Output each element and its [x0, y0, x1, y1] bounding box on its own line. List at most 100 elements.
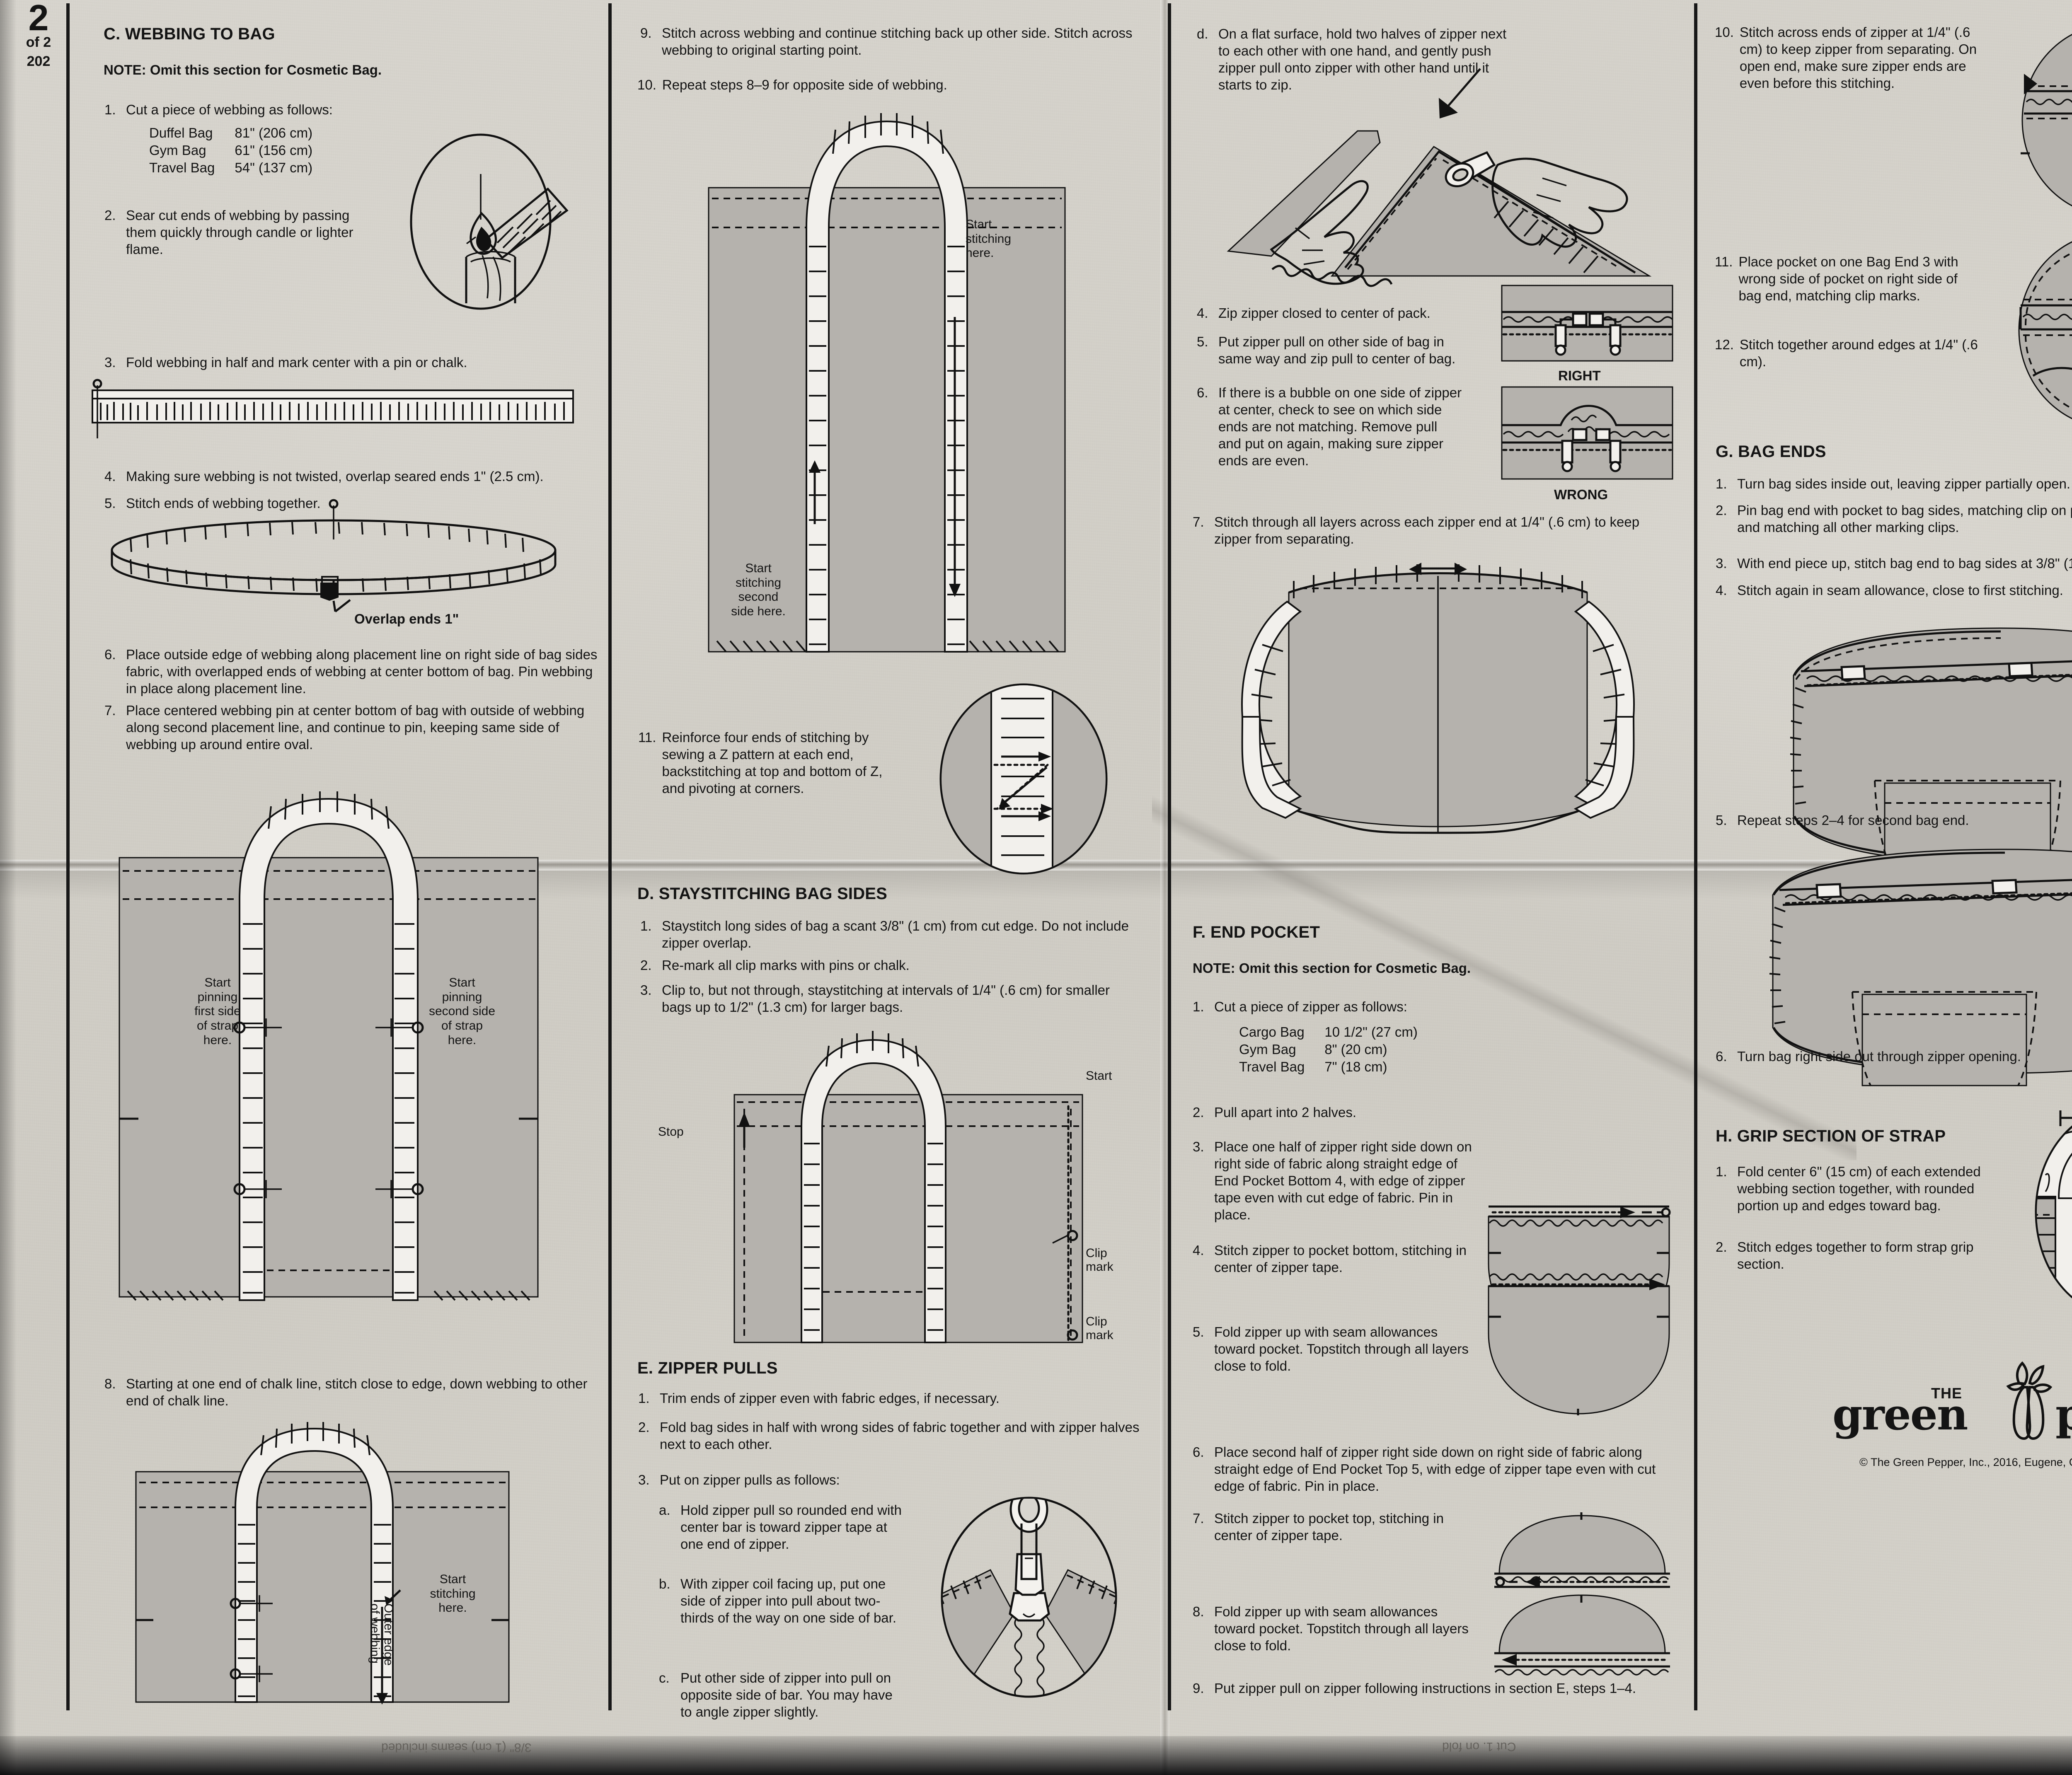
- step-text: Fold center 6" (15 cm) of each extended …: [1737, 1163, 1981, 1214]
- clip-mark-callout-1: Clip mark: [1086, 1233, 1113, 1274]
- step-number: 1.: [640, 918, 656, 952]
- step-text: Stitch across webbing and continue stitc…: [662, 25, 1138, 59]
- section-e-step-2: 2. Fold bag sides in half with wrong sid…: [638, 1419, 1140, 1453]
- section-g-step-6: 6. Turn bag right side out through zippe…: [1716, 1048, 2072, 1065]
- step-text: Stitch across ends of zipper at 1/4" (.6…: [1740, 24, 1980, 92]
- pocket-on-bag-end-detail-2: [2006, 230, 2072, 433]
- strap-grip-detail-illustration: [2010, 1106, 2072, 1322]
- step-text: If there is a bubble on one side of zipp…: [1218, 385, 1462, 469]
- section-f-step-3: 3. Place one half of zipper right side d…: [1193, 1139, 1474, 1224]
- step-text: Stitch zipper to pocket bottom, stitchin…: [1214, 1242, 1474, 1276]
- step-number: 3.: [1193, 1139, 1208, 1224]
- step-text: Pin bag end with pocket to bag sides, ma…: [1737, 502, 2072, 536]
- start-stitching-second-side-callout: Start stitching second side here.: [721, 547, 796, 619]
- section-f-step-10: 10. Stitch across ends of zipper at 1/4"…: [1715, 24, 1980, 92]
- pocket-on-bag-end-detail-1: [2010, 21, 2072, 220]
- section-f-step-11: 11. Place pocket on one Bag End 3 with w…: [1715, 254, 1980, 305]
- section-f-step-1: 1. Cut a piece of zipper as follows:: [1193, 999, 1607, 1016]
- step-number: 9.: [1193, 1680, 1208, 1697]
- section-g-heading: G. BAG ENDS: [1716, 443, 1826, 461]
- step-text: Turn bag right side out through zipper o…: [1737, 1048, 2072, 1065]
- webbing-length-table: Duffel Bag 81" (206 cm) Gym Bag 61" (156…: [149, 124, 312, 177]
- step-text: Put other side of zipper into pull on op…: [680, 1670, 908, 1721]
- section-f-step-2: 2. Pull apart into 2 halves.: [1193, 1104, 1607, 1121]
- step-number: 2.: [1716, 1239, 1731, 1273]
- step-number: 3.: [1716, 555, 1731, 572]
- bag-length: 54" (137 cm): [235, 159, 312, 177]
- step-number: 1.: [1716, 1163, 1731, 1214]
- step-number: 5.: [1193, 1324, 1208, 1375]
- step-number: 4.: [104, 468, 120, 485]
- step-text: Stitch edges together to form strap grip…: [1737, 1239, 1981, 1273]
- section-f-note: NOTE: Omit this section for Cosmetic Bag…: [1193, 960, 1471, 976]
- paper-edge-shadow-bottom: [0, 1736, 2072, 1775]
- start-pinning-first-side-callout: Start pinning first side of strap here.: [178, 961, 257, 1048]
- step-number: 2.: [104, 207, 120, 258]
- step-number: 1.: [1193, 999, 1208, 1016]
- step-number: b.: [659, 1576, 675, 1627]
- step-text: Fold zipper up with seam allowances towa…: [1214, 1603, 1474, 1654]
- step-text: Clip to, but not through, staystitching …: [662, 982, 1138, 1016]
- section-h-step-1: 1. Fold center 6" (15 cm) of each extend…: [1716, 1163, 1981, 1214]
- section-g-step-3: 3. With end piece up, stitch bag end to …: [1716, 555, 2072, 572]
- step-number: c.: [659, 1670, 675, 1721]
- section-e-step-3c: c. Put other side of zipper into pull on…: [659, 1670, 908, 1721]
- section-e-step-5: 5. Put zipper pull on other side of bag …: [1197, 334, 1462, 368]
- step-text: Place outside edge of webbing along plac…: [126, 646, 598, 697]
- overlap-ends-callout: Overlap ends 1": [354, 611, 459, 627]
- section-c-step-10: 10. Repeat steps 8–9 for opposite side o…: [637, 77, 1135, 94]
- step-number: 6.: [1716, 1048, 1731, 1065]
- section-f-step-5: 5. Fold zipper up with seam allowances t…: [1193, 1324, 1474, 1375]
- section-f-step-9: 9. Put zipper pull on zipper following i…: [1193, 1680, 1682, 1697]
- step-text: Zip zipper closed to center of pack.: [1218, 305, 1454, 322]
- step-text: Pull apart into 2 halves.: [1214, 1104, 1607, 1121]
- section-c-step-8: 8. Starting at one end of chalk line, st…: [104, 1376, 598, 1410]
- section-e-step-1: 1. Trim ends of zipper even with fabric …: [638, 1390, 1135, 1407]
- step-text: Place pocket on one Bag End 3 with wrong…: [1738, 254, 1980, 305]
- step-text: Repeat steps 8–9 for opposite side of we…: [662, 77, 1135, 94]
- step-text: Stitch together around edges at 1/4" (.6…: [1740, 336, 1980, 370]
- table-row: Travel Bag 7" (18 cm): [1239, 1058, 1418, 1076]
- step-text: Cut a piece of webbing as follows:: [126, 102, 560, 118]
- step-text: Repeat steps 2–4 for second bag end.: [1737, 812, 2072, 829]
- logo-green: green: [1832, 1389, 1967, 1440]
- step-text: Place one half of zipper right side down…: [1214, 1139, 1474, 1224]
- step-text: Place centered webbing pin at center bot…: [126, 702, 598, 753]
- staystitching-bag-diagram: [696, 1023, 1115, 1342]
- zipper-length: 7" (18 cm): [1324, 1058, 1417, 1076]
- step-number: a.: [659, 1502, 675, 1553]
- candle-sear-illustration: [394, 133, 580, 311]
- section-c-step-6: 6. Place outside edge of webbing along p…: [104, 646, 598, 697]
- step-number: 4.: [1716, 582, 1731, 599]
- section-d-step-3: 3. Clip to, but not through, staystitchi…: [640, 982, 1138, 1016]
- column-rule-2: [608, 3, 612, 1710]
- page-number-tag: 2 of 2 202: [12, 2, 65, 72]
- step-number: 3.: [640, 982, 656, 1016]
- section-d-heading: D. STAYSTITCHING BAG SIDES: [637, 885, 887, 903]
- section-g-step-1: 1. Turn bag sides inside out, leaving zi…: [1716, 476, 2072, 493]
- table-row: Travel Bag 54" (137 cm): [149, 159, 312, 177]
- step-number: 1.: [104, 102, 120, 118]
- step-text: Fold webbing in half and mark center wit…: [126, 354, 585, 371]
- section-c-heading: C. WEBBING TO BAG: [104, 25, 275, 44]
- outer-edge-of-webbing-callout: Outer edge of webbing: [368, 1603, 408, 1666]
- section-g-step-5: 5. Repeat steps 2–4 for second bag end.: [1716, 812, 2072, 829]
- bag-name: Travel Bag: [149, 159, 235, 177]
- zipper-right-diagram: [1500, 284, 1674, 363]
- section-e-step-6: 6. If there is a bubble on one side of z…: [1197, 385, 1462, 469]
- flat-webbing-strip-diagram: [89, 377, 582, 443]
- green-pepper-logo: THE green pepper INC. © The Green Pepper…: [1794, 1363, 2072, 1469]
- section-d-step-1: 1. Staystitch long sides of bag a scant …: [640, 918, 1138, 952]
- step-number: 2.: [640, 957, 656, 974]
- z-pattern-detail-illustration: [920, 684, 1127, 874]
- step-text: Trim ends of zipper even with fabric edg…: [660, 1390, 1135, 1407]
- section-e-step-3b: b. With zipper coil facing up, put one s…: [659, 1576, 908, 1627]
- section-c-step-7: 7. Place centered webbing pin at center …: [104, 702, 598, 753]
- step-text: Place second half of zipper right side d…: [1214, 1444, 1682, 1495]
- step-number: 5.: [1716, 812, 1731, 829]
- section-c-step-2: 2. Sear cut ends of webbing by passing t…: [104, 207, 370, 258]
- section-g-step-4: 4. Stitch again in seam allowance, close…: [1716, 582, 2072, 599]
- section-e-heading: E. ZIPPER PULLS: [637, 1359, 778, 1378]
- step-text: Sear cut ends of webbing by passing them…: [126, 207, 370, 258]
- bag-body-zipper-ends-diagram: [1189, 543, 1682, 887]
